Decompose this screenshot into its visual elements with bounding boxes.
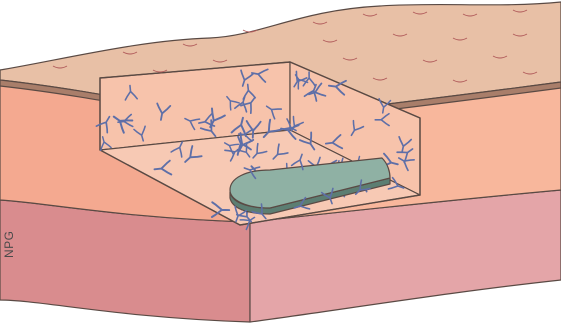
credit-label: NPG	[2, 230, 16, 258]
